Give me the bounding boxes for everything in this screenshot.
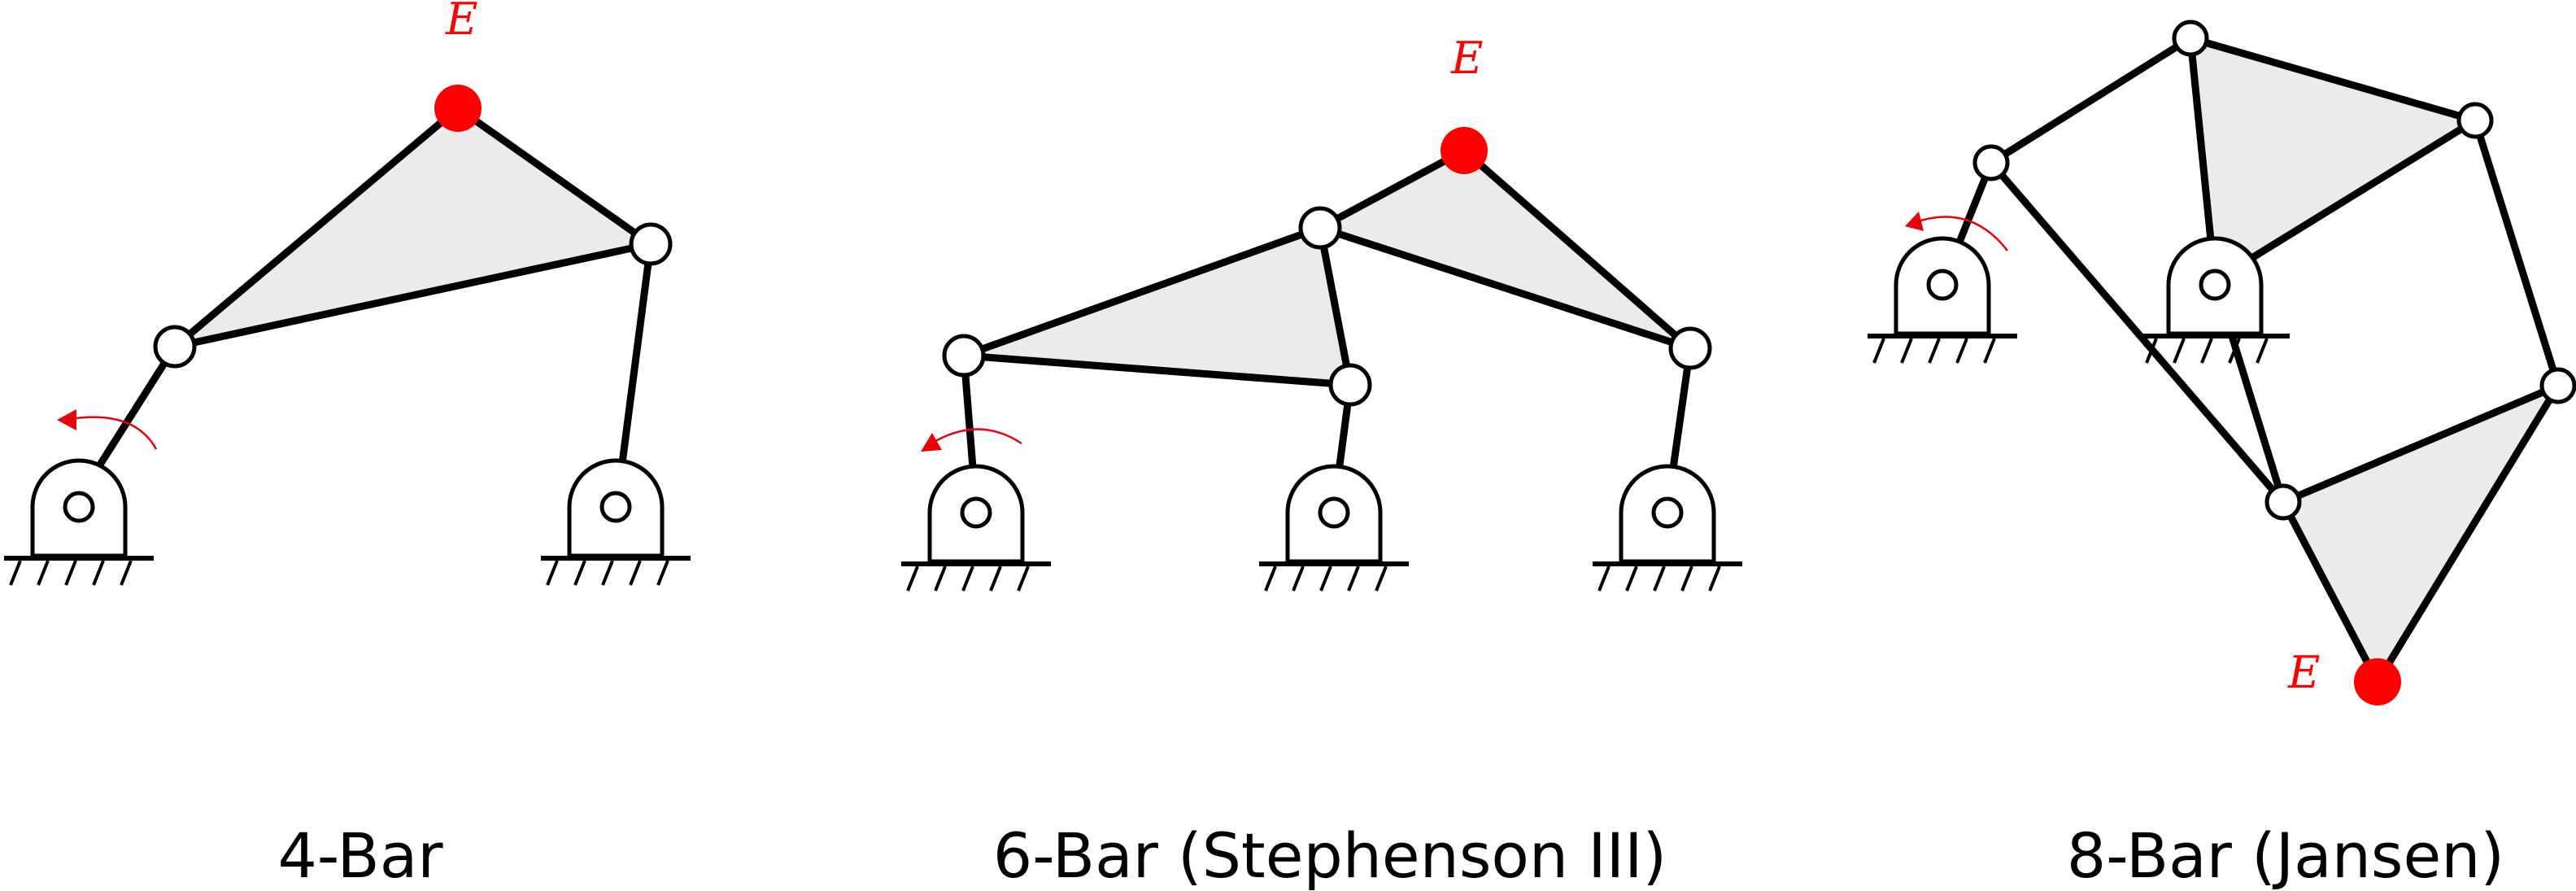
joint [942,334,986,378]
end-effector-label: E [1450,33,1483,84]
joint [2172,20,2209,57]
upper-ternary-plate [2186,34,2479,285]
diagonal-link [1987,159,2287,506]
ground-support-middle [1259,466,1409,591]
joint [2456,102,2494,139]
end-effector-label: E [445,0,477,45]
ground-support-crank [1868,238,2017,363]
joint [629,222,673,266]
ternary-link-plate [960,224,1354,389]
coupler-plate [1316,146,1694,352]
joint [1298,206,1342,250]
end-effector-label: E [2287,647,2320,698]
caption-8-bar-jansen: 8-Bar (Jansen) [2067,819,2504,891]
caption-6-bar-stephenson-iii: 6-Bar (Stephenson III) [993,819,1667,891]
joint [1668,326,1712,370]
rotation-arrow [57,409,158,450]
joint [153,325,197,369]
ground-support-left [901,466,1051,591]
rotation-arrow [921,428,1022,452]
ground-support-frame [2140,238,2290,363]
rotation-arrow [1905,212,2008,251]
six-bar-mechanism: E 6-Bar (Stephenson III) [901,33,1742,891]
upper-link [1987,34,2195,167]
end-effector-point [2354,658,2401,705]
leg-plate [2279,382,2562,686]
joint [1328,363,1372,407]
joint [2539,367,2576,404]
right-link [2471,116,2562,390]
coupler-plate [171,104,655,351]
ground-support-right [541,461,691,585]
caption-4-bar: 4-Bar [277,819,443,891]
ground-support-right [1593,466,1742,591]
end-effector-point [434,85,482,132]
joint [2264,483,2302,521]
eight-bar-jansen-mechanism: E 8-Bar (Jansen) [1868,20,2576,891]
four-bar-mechanism: E 4-Bar [4,0,691,891]
end-effector-point [1441,127,1488,174]
joint [1972,144,2010,181]
ground-support-left [4,461,154,585]
